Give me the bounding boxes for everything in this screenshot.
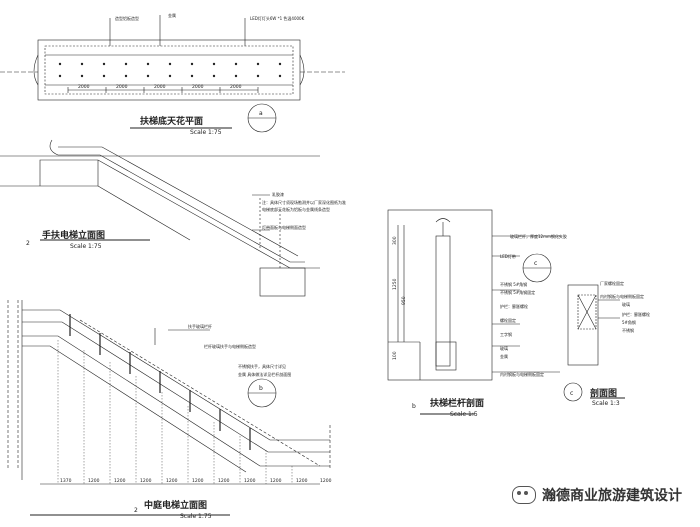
section-note-5: 5#角钢 [622, 319, 636, 325]
plan-dim-5: 2000 [230, 84, 242, 90]
railing-note-5: 护栏：膨胀螺栓 [500, 303, 528, 309]
handrail-note-3: 电梯底部天花板为铝板与金属线条造型 [262, 206, 330, 212]
plan-note-1: 造型铝板造型 [115, 15, 139, 21]
atrium-num: 2 [134, 507, 138, 514]
atrium-dim-5: 1200 [166, 478, 178, 484]
railing-note-2: LED灯带 [500, 253, 516, 259]
atrium-ref: b [259, 385, 263, 392]
section-note-1: 厂家螺栓固定 [600, 280, 624, 286]
handrail-note-4: 灯带面板与电梯侧面造型 [262, 224, 306, 230]
railing-note-9: 金属 [500, 353, 508, 359]
section-title: 剖面图 [590, 387, 617, 399]
atrium-dim-11: 1200 [320, 478, 332, 484]
watermark-text: 瀚德商业旅游建筑设计 [542, 488, 682, 504]
handrail-elevation [0, 139, 320, 297]
section-note-6: 不锈钢 [622, 327, 634, 333]
watermark: 瀚德商业旅游建筑设计 [512, 485, 682, 505]
railing-ref: c [534, 260, 537, 267]
railing-note-8: 玻璃 [500, 345, 508, 351]
section-scale: Scale 1:3 [592, 400, 620, 407]
plan-dim-2: 2000 [116, 84, 128, 90]
railing-title: 扶梯栏杆剖面 [430, 397, 484, 409]
atrium-note-1: 扶手玻璃栏杆 [188, 323, 212, 329]
railing-note-3: 不锈钢 5#角钢 [500, 281, 527, 287]
atrium-dim-1: 1370 [60, 478, 72, 484]
railing-num: b [412, 403, 416, 410]
atrium-dim-2: 1200 [88, 478, 100, 484]
railing-scale: Scale 1:5 [450, 411, 478, 418]
handrail-num: 2 [26, 240, 30, 247]
plan-dim-3: 2000 [154, 84, 166, 90]
atrium-dim-9: 1200 [270, 478, 282, 484]
plan-title: 扶梯底天花平面 [140, 115, 203, 127]
wechat-icon [512, 486, 536, 504]
railing-note-10: 内衬钢板与电梯侧板固定 [500, 371, 544, 377]
handrail-scale: Scale 1:75 [70, 243, 102, 250]
plan-scale: Scale 1:75 [190, 129, 222, 136]
plan-note-3: LED灯灯头6W *1 色温4000K [250, 15, 305, 21]
handrail-note-2: 注：具体尺寸须现场勘测并以厂家深化图纸为准 [262, 199, 346, 205]
section-num: c [570, 390, 573, 397]
plan-dim-4: 2000 [192, 84, 204, 90]
atrium-scale: Scale 1:75 [180, 513, 212, 520]
handrail-note-1: 乳胶漆 [272, 191, 284, 197]
section-note-2: 内衬钢板与电梯侧板固定 [600, 293, 644, 299]
railing-dim-3: 950 [401, 296, 407, 305]
handrail-title: 手扶电梯立面图 [42, 229, 105, 241]
railing-dim-1: 300 [392, 236, 398, 245]
ceiling-plan [0, 15, 345, 133]
atrium-dim-6: 1200 [192, 478, 204, 484]
railing-dim-2: 1250 [392, 278, 398, 290]
detail-section [563, 284, 625, 402]
railing-note-6: 螺栓固定 [500, 317, 516, 323]
atrium-note-4: 金属 具体做法详见栏杆剖面图 [238, 371, 291, 377]
section-note-4: 护栏：膨胀螺栓 [622, 311, 650, 317]
atrium-title: 中庭电梯立面图 [144, 499, 207, 511]
railing-note-7: 工字钢 [500, 331, 512, 337]
railing-note-4: 不锈钢 5#角钢固定 [500, 289, 535, 295]
atrium-dim-3: 1200 [114, 478, 126, 484]
atrium-dim-4: 1200 [140, 478, 152, 484]
railing-section [387, 209, 560, 415]
atrium-elevation [7, 300, 331, 516]
section-note-3: 玻璃 [622, 301, 630, 307]
plan-ref: a [259, 110, 263, 117]
atrium-note-3: 不锈钢扶手，具体尺寸详见 [238, 363, 286, 369]
atrium-note-2: 栏杆玻璃扶手与电梯侧板造型 [204, 343, 256, 349]
atrium-dim-8: 1200 [244, 478, 256, 484]
railing-note-1: 玻璃栏杆，厚度12mm钢化夹胶 [510, 233, 567, 239]
railing-dim-4: 100 [392, 351, 398, 360]
plan-dim-1: 2000 [78, 84, 90, 90]
plan-note-2: 金属 [168, 12, 176, 18]
atrium-dim-7: 1200 [218, 478, 230, 484]
atrium-dim-10: 1200 [296, 478, 308, 484]
